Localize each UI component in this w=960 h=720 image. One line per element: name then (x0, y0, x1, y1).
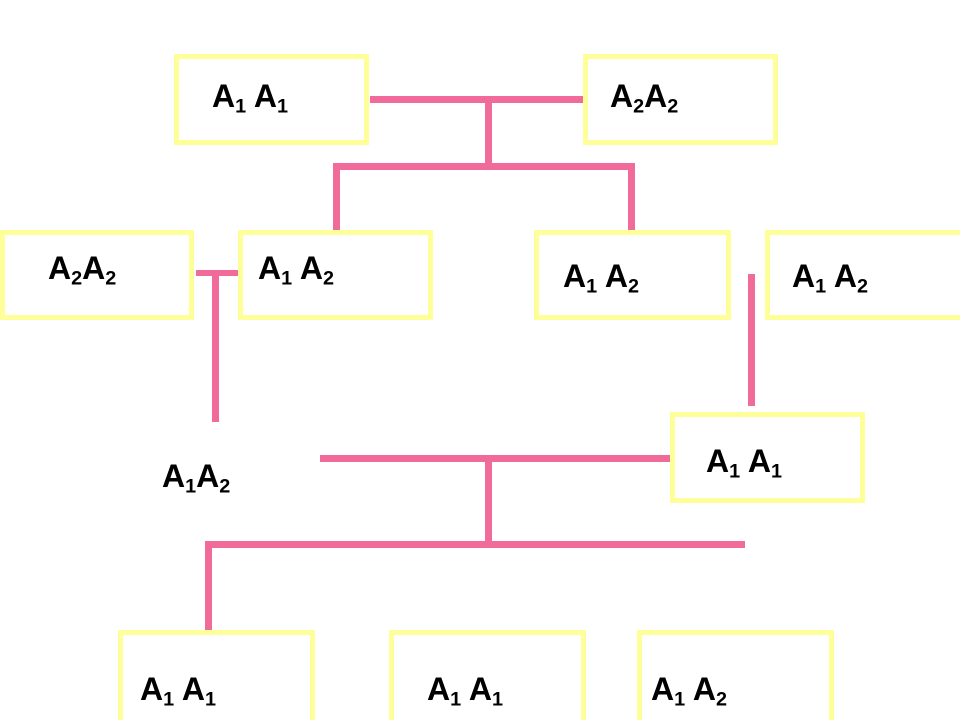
grandparents-mating-line (370, 96, 586, 103)
genotype-free-offspring: A1A2 (162, 458, 231, 498)
genotype-parent-mate-left: A2A2 (48, 250, 117, 290)
child-1-box (238, 230, 433, 320)
grandparent-right-box (583, 54, 778, 145)
genotype-other-parent: A1 A2 (792, 258, 868, 298)
child-1-drop-line (333, 163, 340, 230)
genotype-grandparent-right: A2A2 (610, 78, 679, 118)
sibship-line (333, 163, 635, 170)
genotype-grandparent-left: A1 A1 (212, 78, 288, 118)
grandparents-descent-line (485, 99, 492, 166)
genotype-offspring-1: A1 A1 (140, 671, 216, 711)
genotype-mid-parent: A1 A1 (706, 443, 782, 483)
genotype-child-1: A1 A2 (258, 250, 334, 290)
offspring-1-box (118, 630, 315, 720)
left-descent-line (212, 272, 219, 422)
other-parent-box (765, 230, 960, 320)
child-2-drop-line (628, 163, 635, 230)
offspring-2-box (389, 630, 586, 720)
offspring-sibship-line (205, 541, 745, 548)
right-descent-line (748, 274, 755, 406)
genotype-offspring-2: A1 A1 (427, 671, 503, 711)
child-2-box (534, 230, 731, 320)
lower-descent-line (485, 458, 492, 544)
offspring-3-box (637, 630, 834, 720)
parent-mate-left-box (0, 230, 194, 320)
mid-parent-box (670, 412, 865, 503)
grandparent-left-box (174, 54, 369, 145)
genotype-child-2: A1 A2 (563, 258, 639, 298)
genotype-offspring-3: A1 A2 (651, 671, 727, 711)
offspring-1-drop-line (205, 541, 212, 639)
lower-mating-line (320, 455, 680, 462)
